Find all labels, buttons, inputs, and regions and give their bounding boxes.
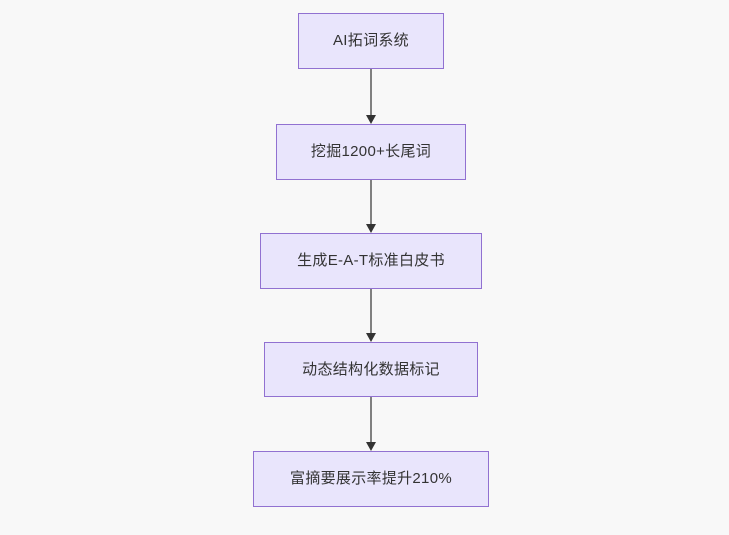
edge-line bbox=[370, 180, 372, 224]
flow-node-label: 生成E-A-T标准白皮书 bbox=[297, 252, 445, 269]
flow-node-dynamic-structured-data-markup[interactable]: 动态结构化数据标记 bbox=[264, 342, 478, 397]
flow-node-label: 富摘要展示率提升210% bbox=[290, 470, 452, 487]
down-arrow-icon bbox=[365, 224, 376, 233]
flow-node-ai-keyword-system[interactable]: AI拓词系统 bbox=[298, 13, 444, 69]
flow-node-label: AI拓词系统 bbox=[333, 32, 409, 49]
edge-line bbox=[370, 397, 372, 442]
down-arrow-icon bbox=[365, 333, 376, 342]
edge-line bbox=[370, 69, 372, 115]
flow-node-rich-snippet-impression-uplift[interactable]: 富摘要展示率提升210% bbox=[253, 451, 489, 507]
edge-line bbox=[370, 289, 372, 333]
down-arrow-icon bbox=[365, 115, 376, 124]
flow-node-label: 动态结构化数据标记 bbox=[302, 360, 440, 378]
down-arrow-icon bbox=[365, 442, 376, 451]
flow-node-mine-longtail-keywords[interactable]: 挖掘1200+长尾词 bbox=[276, 124, 466, 180]
flow-node-generate-eat-whitepaper[interactable]: 生成E-A-T标准白皮书 bbox=[260, 233, 482, 289]
flow-node-label: 挖掘1200+长尾词 bbox=[310, 143, 432, 160]
